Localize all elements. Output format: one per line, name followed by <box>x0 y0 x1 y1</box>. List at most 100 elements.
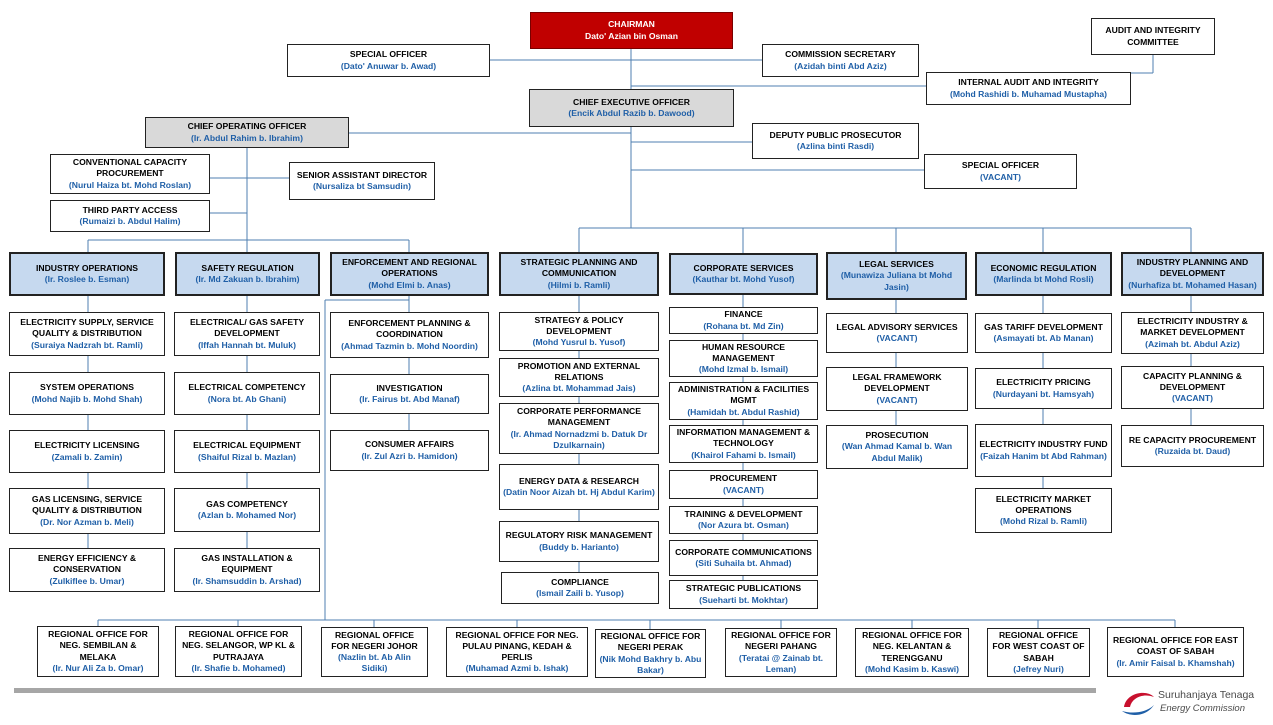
node-title: STRATEGIC PUBLICATIONS <box>685 583 802 594</box>
node-name: (Ir. Roslee b. Esman) <box>44 274 130 284</box>
legal-services-box: LEGAL SERVICES (Munawiza Juliana bt Mohd… <box>826 252 967 300</box>
info-management-box: INFORMATION MANAGEMENT & TECHNOLOGY (Kha… <box>669 425 818 463</box>
node-name: (Nurul Haiza bt. Mohd Roslan) <box>68 179 192 190</box>
node-title: ENERGY EFFICIENCY & CONSERVATION <box>37 553 137 575</box>
node-title: REGIONAL OFFICE FOR NEGERI PERAK <box>600 631 701 653</box>
node-name: (Muhamad Azmi b. Ishak) <box>465 663 569 674</box>
node-name: (Mohd Rashidi b. Muhamad Mustapha) <box>949 88 1108 99</box>
node-name: (Mohd Najib b. Mohd Shah) <box>31 393 143 404</box>
node-name: (Nursaliza bt Samsudin) <box>313 181 411 191</box>
footer-divider <box>14 688 1096 693</box>
node-name: (Khairol Fahami b. Ismail) <box>691 449 796 460</box>
node-title: INVESTIGATION <box>376 382 443 393</box>
node-name: (Azlan b. Mohamed Nor) <box>197 510 297 520</box>
node-name: (Jefrey Nuri) <box>1013 663 1064 674</box>
node-name: (Shaiful Rizal b. Mazlan) <box>198 451 296 462</box>
node-name: Dato' Azian bin Osman <box>585 30 678 41</box>
internal-audit-box: INTERNAL AUDIT AND INTEGRITY (Mohd Rashi… <box>926 72 1131 105</box>
node-title: ELECTRICAL/ GAS SAFETY DEVELOPMENT <box>189 317 305 339</box>
node-title: FINANCE <box>724 309 763 320</box>
node-name: (Marlinda bt Mohd Rosli) <box>993 274 1094 284</box>
node-title: COMMISSION SECRETARY <box>785 49 896 60</box>
node-name: (Nora bt. Ab Ghani) <box>207 393 287 404</box>
node-name: (Azlina bt. Mohammad Jais) <box>522 383 636 394</box>
node-title: REGIONAL OFFICE FOR NEG. PULAU PINANG, K… <box>455 629 579 662</box>
regulatory-risk-box: REGULATORY RISK MANAGEMENT (Buddy b. Har… <box>499 521 659 562</box>
node-title: ENFORCEMENT AND REGIONAL OPERATIONS <box>342 257 477 279</box>
node-name: (Nurdayani bt. Hamsyah) <box>992 388 1095 399</box>
system-operations-box: SYSTEM OPERATIONS (Mohd Najib b. Mohd Sh… <box>9 372 165 415</box>
node-title: CAPACITY PLANNING & DEVELOPMENT <box>1143 370 1242 392</box>
node-title: ELECTRICAL EQUIPMENT <box>193 440 301 451</box>
node-title: CORPORATE SERVICES <box>693 262 794 273</box>
investigation-box: INVESTIGATION (Ir. Fairus bt. Abd Manaf) <box>330 374 489 414</box>
coo-box: CHIEF OPERATING OFFICER (Ir. Abdul Rahim… <box>145 117 349 148</box>
training-box: TRAINING & DEVELOPMENT (Nor Azura bt. Os… <box>669 506 818 534</box>
node-name: (Ir. Md Zakuan b. Ibrahim) <box>195 274 300 284</box>
special-officer-box: SPECIAL OFFICER (Dato' Anuwar b. Awad) <box>287 44 490 77</box>
node-name: (VACANT) <box>876 333 918 343</box>
node-name: (Datin Noor Aizah bt. Hj Abdul Karim) <box>503 487 655 497</box>
node-name: (Nik Mohd Bakhry b. Abu Bakar) <box>599 653 702 675</box>
node-name: (Encik Abdul Razib b. Dawood) <box>568 108 695 118</box>
node-title: REGIONAL OFFICE FOR NEG. SEMBILAN & MELA… <box>48 629 148 662</box>
node-name: (Ahmad Tazmin b. Mohd Noordin) <box>341 340 478 351</box>
node-name: (Rumaizi b. Abdul Halim) <box>79 216 181 226</box>
node-title: ELECTRICITY INDUSTRY FUND <box>979 439 1108 450</box>
node-name: (Teratai @ Zainab bt. Leman) <box>738 652 824 674</box>
node-name: (Azidah binti Abd Aziz) <box>794 60 887 71</box>
node-name: (Ir. Zul Azri b. Hamidon) <box>361 450 458 461</box>
node-name: (Iffah Hannah bt. Muluk) <box>198 339 296 350</box>
finance-box: FINANCE (Rohana bt. Md Zin) <box>669 307 818 334</box>
node-title: DEPUTY PUBLIC PROSECUTOR <box>769 129 902 140</box>
node-title: CHIEF EXECUTIVE OFFICER <box>573 96 690 107</box>
node-name: (VACANT) <box>876 394 918 405</box>
node-title: THIRD PARTY ACCESS <box>82 204 178 215</box>
legal-framework-box: LEGAL FRAMEWORK DEVELOPMENT (VACANT) <box>826 367 968 411</box>
node-name: (Buddy b. Harianto) <box>539 541 619 552</box>
node-name: (Faizah Hanim bt Abd Rahman) <box>980 450 1107 461</box>
node-name: (Ir. Shamsuddin b. Arshad) <box>192 575 302 586</box>
node-title: HUMAN RESOURCE MANAGEMENT <box>701 341 786 363</box>
regional-office-perak-box: REGIONAL OFFICE FOR NEGERI PERAK (Nik Mo… <box>595 629 706 678</box>
legal-advisory-box: LEGAL ADVISORY SERVICES (VACANT) <box>826 313 968 353</box>
elec-equipment-box: ELECTRICAL EQUIPMENT (Shaiful Rizal b. M… <box>174 430 320 473</box>
node-title: GAS COMPETENCY <box>206 498 288 509</box>
energy-data-box: ENERGY DATA & RESEARCH (Datin Noor Aizah… <box>499 464 659 510</box>
node-name: (Ruzaida bt. Daud) <box>1154 446 1231 456</box>
node-title: REGIONAL OFFICE FOR WEST COAST OF SABAH <box>992 630 1085 663</box>
ceo-box: CHIEF EXECUTIVE OFFICER (Encik Abdul Raz… <box>529 89 734 127</box>
node-title: REGIONAL OFFICE FOR NEGERI PAHANG <box>731 630 831 652</box>
node-title: REGIONAL OFFICE FOR NEG. SELANGOR, WP KL… <box>182 629 295 662</box>
node-name: (VACANT) <box>980 171 1021 182</box>
node-title: ELECTRICITY INDUSTRY & MARKET DEVELOPMEN… <box>1137 316 1248 338</box>
node-title: SPECIAL OFFICER <box>961 160 1040 171</box>
node-name: (Zamali b. Zamin) <box>51 451 123 462</box>
energy-efficiency-box: ENERGY EFFICIENCY & CONSERVATION (Zulkif… <box>9 548 165 592</box>
node-title: CONSUMER AFFAIRS <box>365 439 454 450</box>
regional-office-kelantan-box: REGIONAL OFFICE FOR NEG. KELANTAN & TERE… <box>855 628 969 677</box>
node-title: ELECTRICITY PRICING <box>996 377 1091 388</box>
consumer-affairs-box: CONSUMER AFFAIRS (Ir. Zul Azri b. Hamido… <box>330 430 489 471</box>
node-title: RE CAPACITY PROCUREMENT <box>1128 434 1257 445</box>
regional-office-pahang-box: REGIONAL OFFICE FOR NEGERI PAHANG (Terat… <box>725 628 837 677</box>
elec-licensing-box: ELECTRICITY LICENSING (Zamali b. Zamin) <box>9 430 165 473</box>
elec-competency-box: ELECTRICAL COMPETENCY (Nora bt. Ab Ghani… <box>174 372 320 415</box>
node-title: STRATEGIC PLANNING AND COMMUNICATION <box>520 257 638 279</box>
node-title: PROSECUTION <box>865 430 929 441</box>
node-title: REGIONAL OFFICE FOR NEG. KELANTAN & TERE… <box>862 630 962 663</box>
gas-licensing-box: GAS LICENSING, SERVICE QUALITY & DISTRIB… <box>9 488 165 534</box>
node-title: STRATEGY & POLICY DEVELOPMENT <box>534 314 624 336</box>
procurement-box: PROCUREMENT (VACANT) <box>669 470 818 499</box>
re-capacity-box: RE CAPACITY PROCUREMENT (Ruzaida bt. Dau… <box>1121 425 1264 467</box>
node-name: (Hamidah bt. Abdul Rashid) <box>687 406 800 417</box>
node-name: (Kauthar bt. Mohd Yusof) <box>692 274 795 284</box>
node-name: (Asmayati bt. Ab Manan) <box>993 333 1094 343</box>
node-title: PROCUREMENT <box>709 473 778 484</box>
elec-industry-fund-box: ELECTRICITY INDUSTRY FUND (Faizah Hanim … <box>975 424 1112 477</box>
node-name: (VACANT) <box>723 484 764 495</box>
node-title: GAS TARIFF DEVELOPMENT <box>984 321 1103 332</box>
node-name: (Dr. Nor Azman b. Meli) <box>40 516 134 527</box>
node-name: (Ir. Fairus bt. Abd Manaf) <box>359 394 460 404</box>
safety-regulation-box: SAFETY REGULATION (Ir. Md Zakuan b. Ibra… <box>175 252 320 296</box>
